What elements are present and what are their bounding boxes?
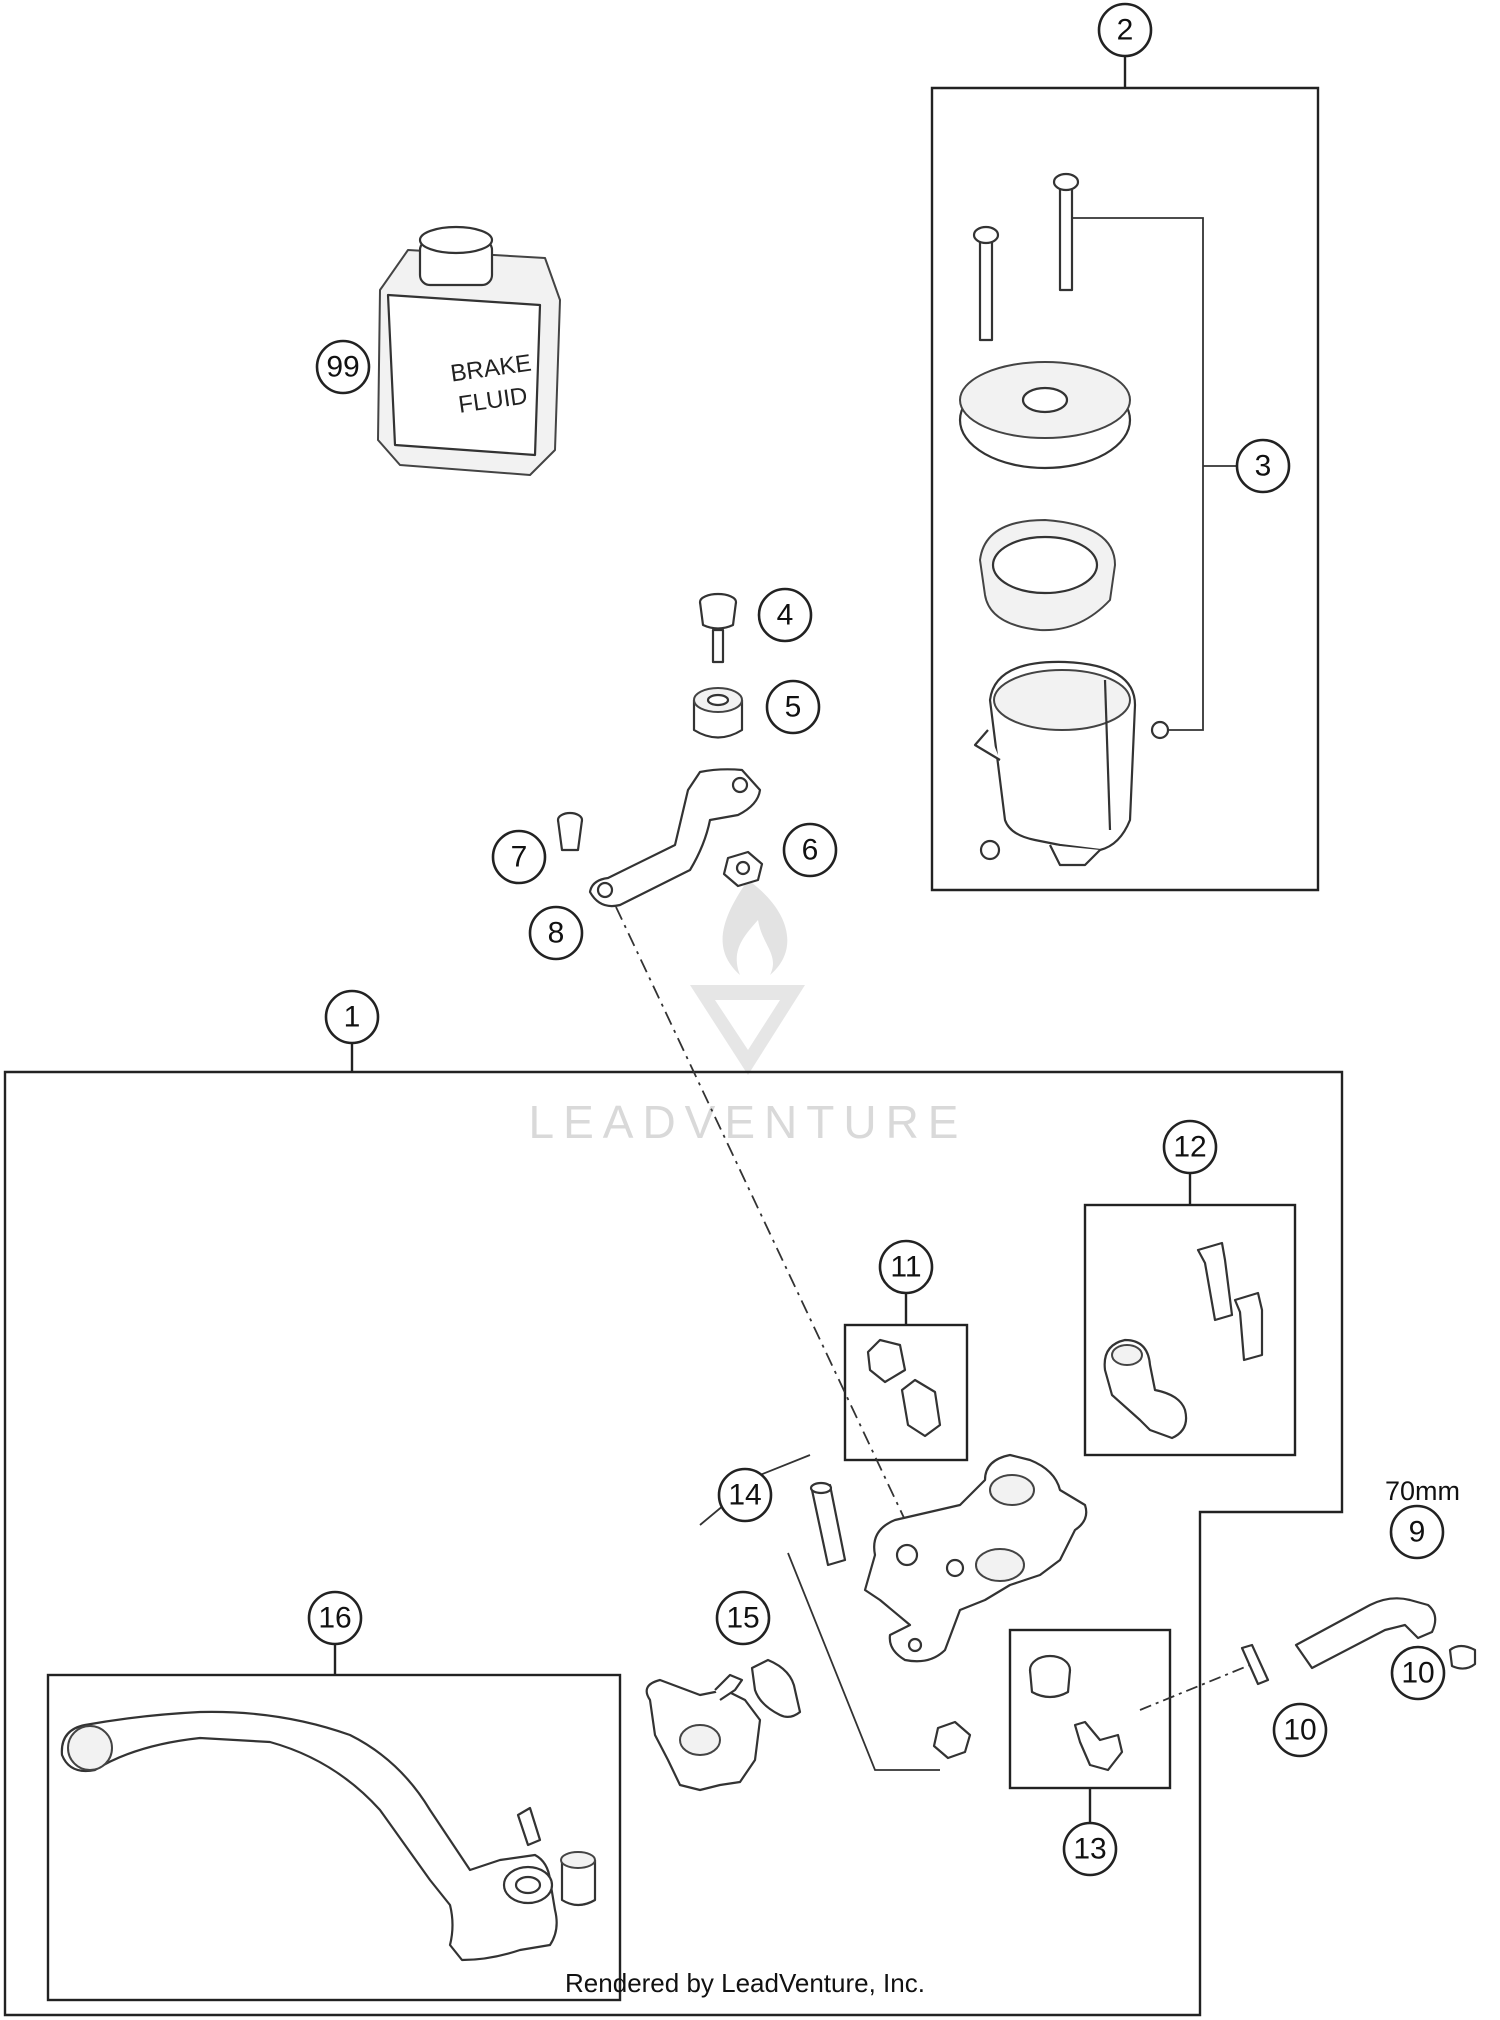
callout-11[interactable]: 11 bbox=[878, 1239, 934, 1295]
clamp-kit-12 bbox=[1103, 1241, 1264, 1440]
svg-text:99: 99 bbox=[326, 351, 359, 384]
svg-text:15: 15 bbox=[726, 1602, 759, 1635]
lever-bushing-16 bbox=[560, 1851, 597, 1907]
callout-14[interactable]: 14 bbox=[717, 1467, 773, 1523]
nut-14 bbox=[932, 1720, 972, 1760]
brake-fluid-can: BRAKE FLUID bbox=[377, 225, 561, 476]
watermark-text: LEADVENTURE bbox=[529, 1096, 968, 1148]
callout-9[interactable]: 9 bbox=[1389, 1504, 1445, 1560]
svg-text:16: 16 bbox=[318, 1602, 351, 1635]
svg-text:10: 10 bbox=[1283, 1714, 1316, 1747]
reservoir-body bbox=[973, 660, 1137, 867]
callout-12[interactable]: 12 bbox=[1162, 1119, 1218, 1175]
lever-spring-16 bbox=[516, 1806, 542, 1847]
callout-8[interactable]: 8 bbox=[528, 905, 584, 961]
fitting-kit-13 bbox=[1028, 1654, 1124, 1772]
reservoir-nut bbox=[1150, 720, 1170, 740]
callout-2[interactable]: 2 bbox=[1097, 2, 1153, 58]
master-cylinder-body bbox=[863, 1453, 1088, 1663]
svg-text:1: 1 bbox=[344, 1001, 361, 1034]
seal-15 bbox=[750, 1658, 802, 1719]
pin-14 bbox=[809, 1481, 847, 1567]
svg-text:6: 6 bbox=[802, 834, 819, 867]
svg-text:2: 2 bbox=[1117, 14, 1134, 47]
callout-4[interactable]: 4 bbox=[757, 587, 813, 643]
reservoir-cap bbox=[958, 361, 1132, 470]
svg-text:8: 8 bbox=[548, 917, 565, 950]
svg-text:12: 12 bbox=[1173, 1131, 1206, 1164]
brake-lever-16 bbox=[60, 1710, 558, 1962]
svg-text:13: 13 bbox=[1073, 1833, 1106, 1866]
bleeder-kit-11 bbox=[866, 1338, 942, 1438]
reservoir-screws bbox=[972, 172, 1080, 342]
callout-13[interactable]: 13 bbox=[1062, 1821, 1118, 1877]
reservoir-diaphragm bbox=[979, 519, 1116, 632]
hose-clamp-10a bbox=[1448, 1644, 1477, 1670]
hose-clamp-10b bbox=[1240, 1643, 1270, 1686]
svg-text:7: 7 bbox=[511, 841, 528, 874]
svg-text:3: 3 bbox=[1255, 450, 1272, 483]
callout-10-lower[interactable]: 10 bbox=[1272, 1702, 1328, 1758]
footer-credit: Rendered by LeadVenture, Inc. bbox=[565, 1968, 925, 1998]
callout-99[interactable]: 99 bbox=[315, 339, 371, 395]
callout-6[interactable]: 6 bbox=[782, 822, 838, 878]
bracket-8 bbox=[588, 768, 762, 908]
dimension-label: 70mm bbox=[1385, 1476, 1460, 1506]
hose-9 bbox=[1294, 1597, 1437, 1670]
nut-6 bbox=[722, 850, 764, 888]
box-kit-12 bbox=[1083, 1203, 1297, 1457]
svg-text:5: 5 bbox=[785, 691, 802, 724]
svg-text:10: 10 bbox=[1401, 1657, 1434, 1690]
callout-3[interactable]: 3 bbox=[1235, 438, 1291, 494]
callout-5[interactable]: 5 bbox=[765, 679, 821, 735]
svg-text:14: 14 bbox=[728, 1479, 761, 1512]
reservoir-nut-2 bbox=[979, 839, 1001, 861]
box-assembly-1 bbox=[3, 1070, 1344, 2017]
watermark-flame-icon bbox=[722, 880, 788, 975]
callout-16[interactable]: 16 bbox=[307, 1590, 363, 1646]
grommet-5 bbox=[692, 687, 744, 739]
svg-text:4: 4 bbox=[777, 599, 794, 632]
adjuster-mechanism bbox=[645, 1673, 762, 1792]
callout-7[interactable]: 7 bbox=[491, 829, 547, 885]
callout-10-upper[interactable]: 10 bbox=[1390, 1645, 1446, 1701]
svg-text:11: 11 bbox=[890, 1251, 921, 1284]
watermark: LEADVENTURE bbox=[529, 880, 968, 1148]
callout-15[interactable]: 15 bbox=[715, 1590, 771, 1646]
svg-text:9: 9 bbox=[1409, 1516, 1426, 1549]
screw-7 bbox=[556, 811, 584, 852]
watermark-v-icon bbox=[690, 985, 805, 1075]
screw-4 bbox=[698, 592, 738, 664]
box-assembly-2 bbox=[930, 86, 1320, 892]
callout-1[interactable]: 1 bbox=[324, 989, 380, 1045]
